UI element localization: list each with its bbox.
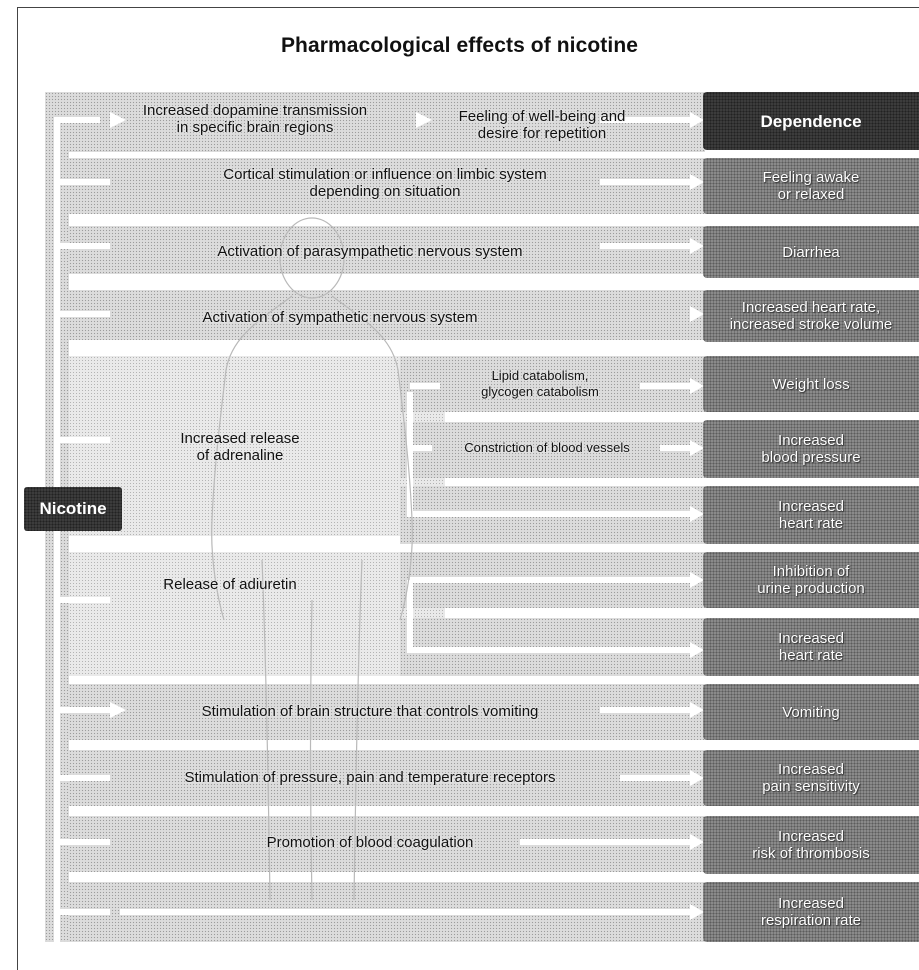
effect-pain-sensitivity: Increased pain sensitivity	[703, 750, 919, 806]
label-constriction: Constriction of blood vessels	[464, 440, 630, 455]
label-sympathetic: Activation of sympathetic nervous system	[202, 309, 478, 326]
effect-awake-relaxed: Feeling awake or relaxed	[703, 158, 919, 214]
effect-vomiting: Vomiting	[703, 684, 919, 740]
band-awake	[45, 158, 705, 214]
label-dopamine: Increased dopamine transmission in speci…	[142, 102, 368, 136]
effect-weight-loss: Weight loss	[703, 356, 919, 412]
effect-heart-rate-1: Increased heart rate	[703, 486, 919, 544]
band-vomiting	[45, 684, 705, 740]
label-lipid: Lipid catabolism, glycogen catabolism	[481, 368, 599, 399]
band-adiuretin	[45, 552, 445, 676]
label-adiuretin: Release of adiuretin	[163, 576, 297, 593]
effect-blood-pressure: Increased blood pressure	[703, 420, 919, 478]
effect-diarrhea: Diarrhea	[703, 226, 919, 278]
effect-dependence: Dependence	[703, 92, 919, 150]
effect-heart-rate-2: Increased heart rate	[703, 618, 919, 676]
label-wellbeing: Feeling of well-being and desire for rep…	[458, 108, 626, 142]
band-pain	[45, 750, 705, 806]
band-dependence	[45, 92, 705, 152]
label-coagulation: Promotion of blood coagulation	[266, 834, 474, 851]
diagram-title: Pharmacological effects of nicotine	[280, 34, 639, 57]
band-diarrhea	[45, 226, 705, 274]
label-adrenaline: Increased release of adrenaline	[180, 430, 300, 464]
nicotine-label: Nicotine	[24, 487, 122, 531]
label-receptors: Stimulation of pressure, pain and temper…	[184, 769, 556, 786]
band-heart-stroke	[45, 290, 705, 340]
label-cortical: Cortical stimulation or influence on lim…	[223, 166, 547, 200]
effect-heart-stroke: Increased heart rate, increased stroke v…	[703, 290, 919, 342]
effect-thrombosis: Increased risk of thrombosis	[703, 816, 919, 874]
label-parasympathetic: Activation of parasympathetic nervous sy…	[217, 243, 523, 260]
effect-urine-inhibition: Inhibition of urine production	[703, 552, 919, 608]
label-vomiting-center: Stimulation of brain structure that cont…	[201, 703, 539, 720]
band-blood-pressure	[400, 422, 705, 478]
effect-respiration: Increased respiration rate	[703, 882, 919, 942]
